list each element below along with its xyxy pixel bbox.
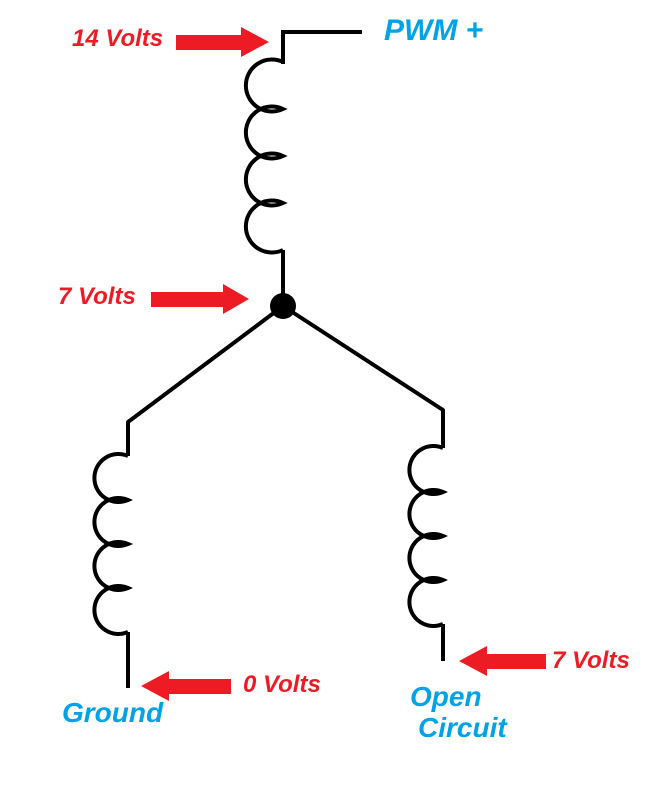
voltage-label-open-circuit: 7 Volts <box>552 647 630 674</box>
coil-open-circuit <box>407 444 449 628</box>
arrow-left-icon <box>141 671 231 701</box>
voltage-label-junction: 7 Volts <box>58 283 136 310</box>
wire-top-terminal <box>281 30 362 64</box>
terminal-label-open-circuit-line1: Open <box>410 681 482 712</box>
arrow-left-icon <box>459 646 546 676</box>
arrow-right-icon <box>176 27 269 57</box>
coil-top <box>243 57 288 255</box>
terminal-label-ground: Ground <box>62 697 164 728</box>
wire-right-branch <box>281 304 445 448</box>
terminal-label-open-circuit-line2: Circuit <box>418 711 507 743</box>
voltage-label-top: 14 Volts <box>72 25 164 52</box>
voltage-label-ground: 0 Volts <box>243 671 321 698</box>
terminal-label-pwm: PWM + <box>384 14 484 47</box>
arrow-right-icon <box>151 284 249 314</box>
wire-left-branch <box>126 304 285 456</box>
coil-ground <box>92 452 134 636</box>
terminal-label-open-circuit: Open Circuit <box>410 681 507 744</box>
